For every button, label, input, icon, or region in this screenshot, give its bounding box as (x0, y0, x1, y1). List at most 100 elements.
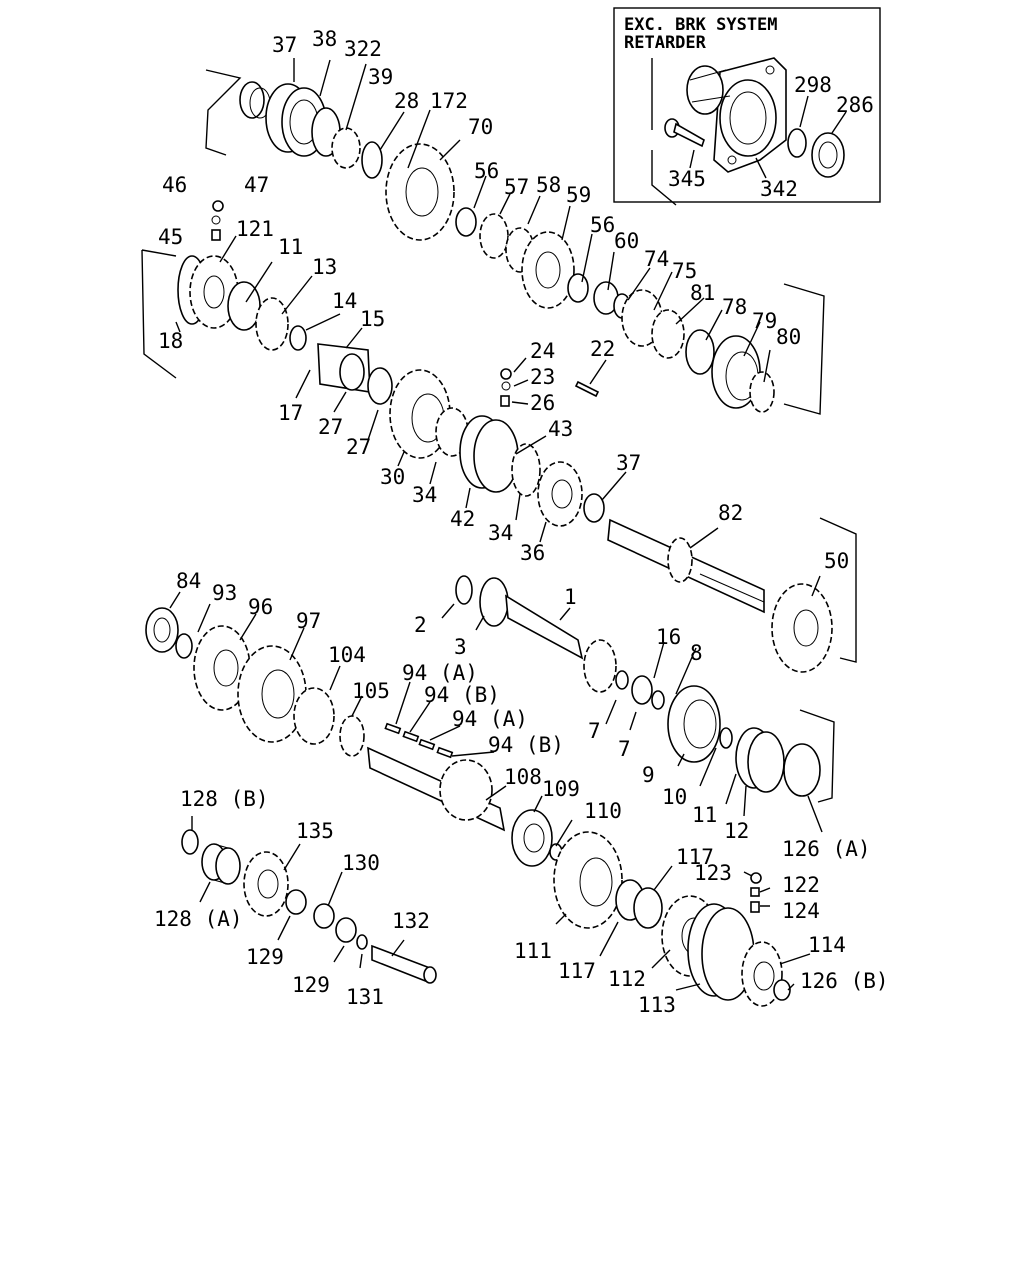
part-81-gear (651, 309, 685, 359)
part-12-sleeve (735, 727, 785, 793)
label-78: 78 (722, 295, 747, 319)
part-80-nut (749, 371, 775, 413)
part-10-ring (719, 727, 733, 749)
label-129a: 129 (246, 945, 284, 969)
label-122: 122 (782, 873, 820, 897)
label-93: 93 (212, 581, 237, 605)
label-7b: 7 (618, 737, 631, 761)
part-129-bearing-a (285, 889, 307, 915)
part-345-bolt (664, 118, 705, 148)
label-42: 42 (450, 507, 475, 531)
part-135-gear (243, 851, 289, 917)
part-286-seal (811, 132, 845, 178)
label-104: 104 (328, 643, 366, 667)
part-23-spring (501, 381, 511, 391)
part-46-spring (211, 215, 221, 225)
label-123: 123 (694, 861, 732, 885)
part-131-ring (356, 934, 368, 950)
label-59: 59 (566, 183, 591, 207)
label-110: 110 (584, 799, 622, 823)
upper-shaft-assembly: 37 38 322 39 28 172 70 56 57 58 59 (205, 27, 591, 309)
label-80: 80 (776, 325, 801, 349)
part-126b-snapring (773, 979, 791, 1001)
countershaft-assembly: 84 93 96 97 104 105 94 (A) 94 (B) 94 (A)… (145, 569, 622, 867)
label-22: 22 (590, 337, 615, 361)
label-30: 30 (380, 465, 405, 489)
label-111: 111 (514, 939, 552, 963)
main-shaft-assembly: 43 30 34 42 34 36 37 82 50 (380, 369, 857, 673)
part-57-ring (479, 213, 509, 259)
label-345: 345 (668, 167, 706, 191)
label-97: 97 (296, 609, 321, 633)
label-128b: 128 (B) (180, 787, 269, 811)
label-27b: 27 (346, 435, 371, 459)
part-24-ball (500, 368, 512, 380)
part-42-sleeve (459, 415, 519, 493)
part-56-bearing-a (455, 207, 477, 237)
part-50-gear (771, 583, 833, 673)
part-45-plug (211, 229, 221, 241)
label-17: 17 (278, 401, 303, 425)
label-109: 109 (542, 777, 580, 801)
part-27-bearing-a (339, 353, 365, 391)
label-39: 39 (368, 65, 393, 89)
part-298-ring (787, 128, 807, 158)
bracket-right-2 (783, 283, 825, 415)
label-34b: 34 (488, 521, 513, 545)
label-43: 43 (548, 417, 573, 441)
label-9: 9 (642, 763, 655, 787)
part-104-gear (293, 687, 335, 745)
label-11b: 11 (692, 803, 717, 827)
label-70: 70 (468, 115, 493, 139)
label-84: 84 (176, 569, 201, 593)
input-shaft-assembly: 2 1 3 16 8 7 7 9 10 11 12 126 (A) (414, 575, 871, 861)
part-105-gear (339, 715, 365, 757)
part-79-housing (711, 335, 761, 409)
inset-title-line1: EXC. BRK SYSTEM (624, 15, 778, 35)
label-24: 24 (530, 339, 555, 363)
label-96: 96 (248, 595, 273, 619)
label-113: 113 (638, 993, 676, 1017)
label-36: 36 (520, 541, 545, 565)
label-27a: 27 (318, 415, 343, 439)
label-13: 13 (312, 255, 337, 279)
label-3: 3 (454, 635, 467, 659)
part-70-gear (385, 143, 455, 241)
inset-frame (613, 7, 881, 203)
part-124-plug (750, 901, 760, 913)
label-105: 105 (352, 679, 390, 703)
label-47: 47 (244, 173, 269, 197)
part-59-gear (521, 231, 575, 309)
label-58: 58 (536, 173, 561, 197)
label-128a: 128 (A) (154, 907, 243, 931)
label-82: 82 (718, 501, 743, 525)
label-14: 14 (332, 289, 357, 313)
part-36-gear (537, 461, 583, 527)
label-2: 2 (414, 613, 427, 637)
label-74: 74 (644, 247, 669, 271)
label-60: 60 (614, 229, 639, 253)
part-84-bearing (145, 607, 179, 653)
label-81: 81 (690, 281, 715, 305)
label-56a: 56 (474, 159, 499, 183)
bracket-right-4 (799, 709, 835, 803)
part-94-keys (384, 722, 454, 759)
label-57: 57 (504, 175, 529, 199)
output-assembly: 117 123 122 124 111 117 112 113 114 126 … (514, 831, 889, 1017)
label-18: 18 (158, 329, 183, 353)
label-11a: 11 (278, 235, 303, 259)
part-126a-snapring (783, 743, 821, 797)
label-124: 124 (782, 899, 820, 923)
label-108: 108 (504, 765, 542, 789)
part-47-ball (212, 200, 224, 212)
part-109-bearing (511, 809, 553, 867)
part-34-ring-b (511, 443, 541, 497)
label-7a: 7 (588, 719, 601, 743)
reverse-idler-assembly: 128 (B) 135 128 (A) 130 129 129 131 132 (154, 787, 437, 1009)
label-94a2: 94 (A) (452, 707, 528, 731)
part-13-gear (255, 297, 289, 351)
inset-title-line2: RETARDER (624, 33, 707, 53)
second-shaft-assembly: 46 47 45 121 11 13 18 14 15 17 27 27 56 … (141, 173, 825, 459)
part-11-ring-a (227, 281, 261, 331)
label-28: 28 (394, 89, 419, 113)
